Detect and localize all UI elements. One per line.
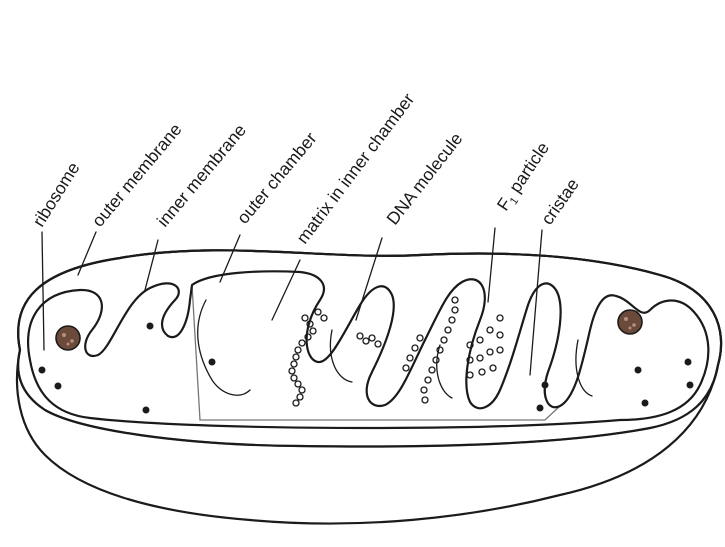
label-outer-chamber: outer chamber: [233, 128, 321, 227]
inner-membrane-shape: [28, 271, 708, 428]
leader-lines: [42, 228, 542, 375]
ribosome-right: [618, 310, 642, 334]
cut-surface: [18, 250, 721, 446]
granules: [39, 323, 694, 414]
label-ribosome: ribosome: [28, 158, 83, 230]
label-dna-molecule: DNA molecule: [382, 129, 466, 229]
label-f1-rest: particle: [502, 138, 553, 200]
ribosome-left: [56, 326, 80, 350]
f1-particles: [403, 297, 503, 403]
label-cristae: cristae: [537, 175, 583, 229]
